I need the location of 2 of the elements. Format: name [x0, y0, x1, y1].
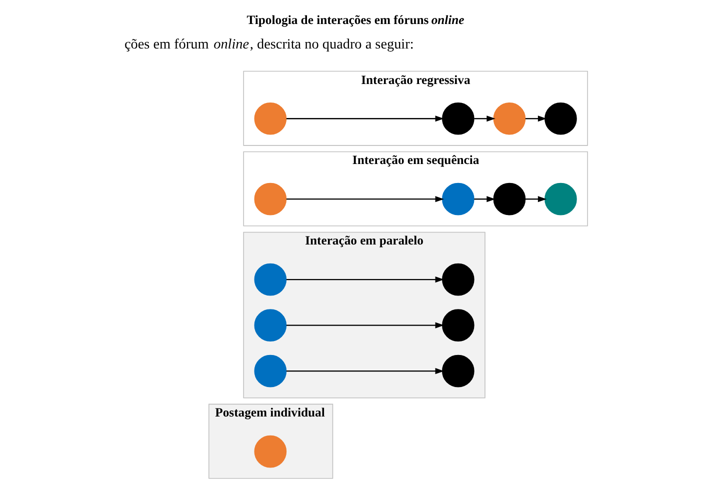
label: ções em fórum online, descrita no quadro a seguir: [124, 36, 414, 53]
diagram-title: Tipologia de interações em fóruns online [246, 12, 464, 27]
